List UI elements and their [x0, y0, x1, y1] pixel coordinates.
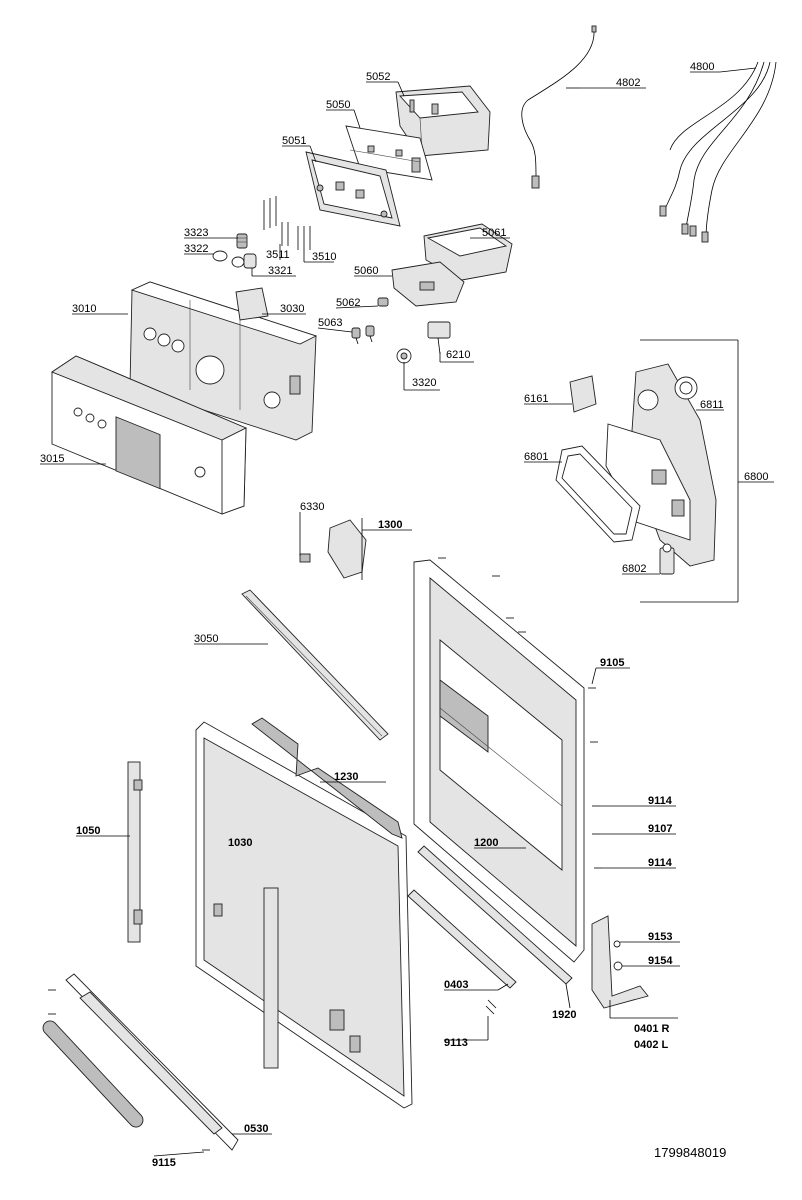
label-5063: 5063: [318, 317, 342, 329]
label-1200: 1200: [474, 837, 498, 849]
label-9105: 9105: [600, 657, 624, 669]
part-3320-button: [396, 348, 412, 364]
part-3015-fascia: [51, 355, 248, 515]
label-0401-r: 0401 R: [634, 1023, 670, 1035]
part-6800-dispenser-bracket: [640, 339, 739, 603]
label-4800: 4800: [690, 61, 714, 73]
part-4800-harness: [659, 61, 777, 243]
label-5051: 5051: [282, 135, 306, 147]
label-1300: 1300: [378, 519, 402, 531]
label-4802: 4802: [616, 77, 640, 89]
part-3321-knob: [243, 253, 257, 269]
part-6802-valve: [659, 543, 675, 575]
label-3510: 3510: [312, 251, 336, 263]
document-number: 1799848019: [654, 1145, 726, 1160]
label-1050: 1050: [76, 825, 100, 837]
label-9153: 9153: [648, 931, 672, 943]
label-6811: 6811: [700, 399, 724, 411]
part-5060-module: [391, 261, 465, 307]
label-5061: 5061: [482, 227, 506, 239]
part-3030-clip: [235, 287, 269, 321]
part-5063-connector: [351, 325, 375, 345]
part-5062-connector: [377, 297, 389, 307]
label-6801: 6801: [524, 451, 548, 463]
part-6801-gasket: [555, 445, 641, 543]
part-3050-strip: [241, 589, 389, 741]
part-0530-handle-bar: [42, 973, 239, 1151]
label-6800: 6800: [744, 471, 768, 483]
part-6210-switch: [427, 321, 451, 355]
label-3323: 3323: [184, 227, 208, 239]
label-1030: 1030: [228, 837, 252, 849]
part-3322-button: [212, 250, 245, 268]
part-1030-hinge-rail: [263, 887, 279, 1069]
label-9107: 9107: [648, 823, 672, 835]
label-6802: 6802: [622, 563, 646, 575]
label-0403: 0403: [444, 979, 468, 991]
label-6210: 6210: [446, 349, 470, 361]
label-3321: 3321: [268, 265, 292, 277]
label-5060: 5060: [354, 265, 378, 277]
leader-lines: [40, 67, 774, 1157]
label-9154: 9154: [648, 955, 673, 967]
label-0402-l: 0402 L: [634, 1039, 669, 1051]
part-0403-strip: [407, 889, 517, 989]
part-6161-bracket: [569, 375, 597, 413]
label-3030: 3030: [280, 303, 304, 315]
label-9113: 9113: [444, 1037, 468, 1049]
part-0401-hinge: [591, 915, 649, 1009]
part-1230-seal-frame: [251, 717, 403, 839]
part-1030-outer-door: [195, 721, 413, 1109]
label-9115: 9115: [152, 1157, 176, 1169]
part-5051-main-board: [305, 151, 401, 227]
label-3010: 3010: [72, 303, 96, 315]
part-4802-cable: [521, 25, 597, 189]
screw-parts: [48, 557, 623, 1151]
label-9114-bottom: 9114: [648, 857, 673, 869]
part-1300-hinge-module: [299, 518, 367, 580]
part-labels: 5052 5050 5051 4802 4800 3323 3322 3511 …: [40, 61, 768, 1169]
label-1920: 1920: [552, 1009, 576, 1021]
part-3511-contacts: [263, 196, 289, 246]
label-6161: 6161: [524, 393, 548, 405]
part-1050-rail: [127, 761, 143, 943]
label-5050: 5050: [326, 99, 350, 111]
part-3323-spring: [236, 233, 248, 249]
part-3510-contacts: [297, 226, 311, 250]
label-1230: 1230: [334, 771, 358, 783]
part-6800-dispenser: [605, 363, 717, 567]
label-5062: 5062: [336, 297, 360, 309]
label-3511: 3511: [266, 249, 290, 261]
label-3320: 3320: [412, 377, 436, 389]
label-3050: 3050: [194, 633, 218, 645]
part-1920-strip: [417, 845, 573, 985]
label-3015: 3015: [40, 453, 64, 465]
label-9114-top: 9114: [648, 795, 673, 807]
label-0530: 0530: [244, 1123, 268, 1135]
label-5052: 5052: [366, 71, 390, 83]
part-6811-seal-ring: [674, 376, 698, 400]
part-1200-inner-door: [413, 559, 585, 963]
label-3322: 3322: [184, 243, 208, 255]
label-6330: 6330: [300, 501, 324, 513]
